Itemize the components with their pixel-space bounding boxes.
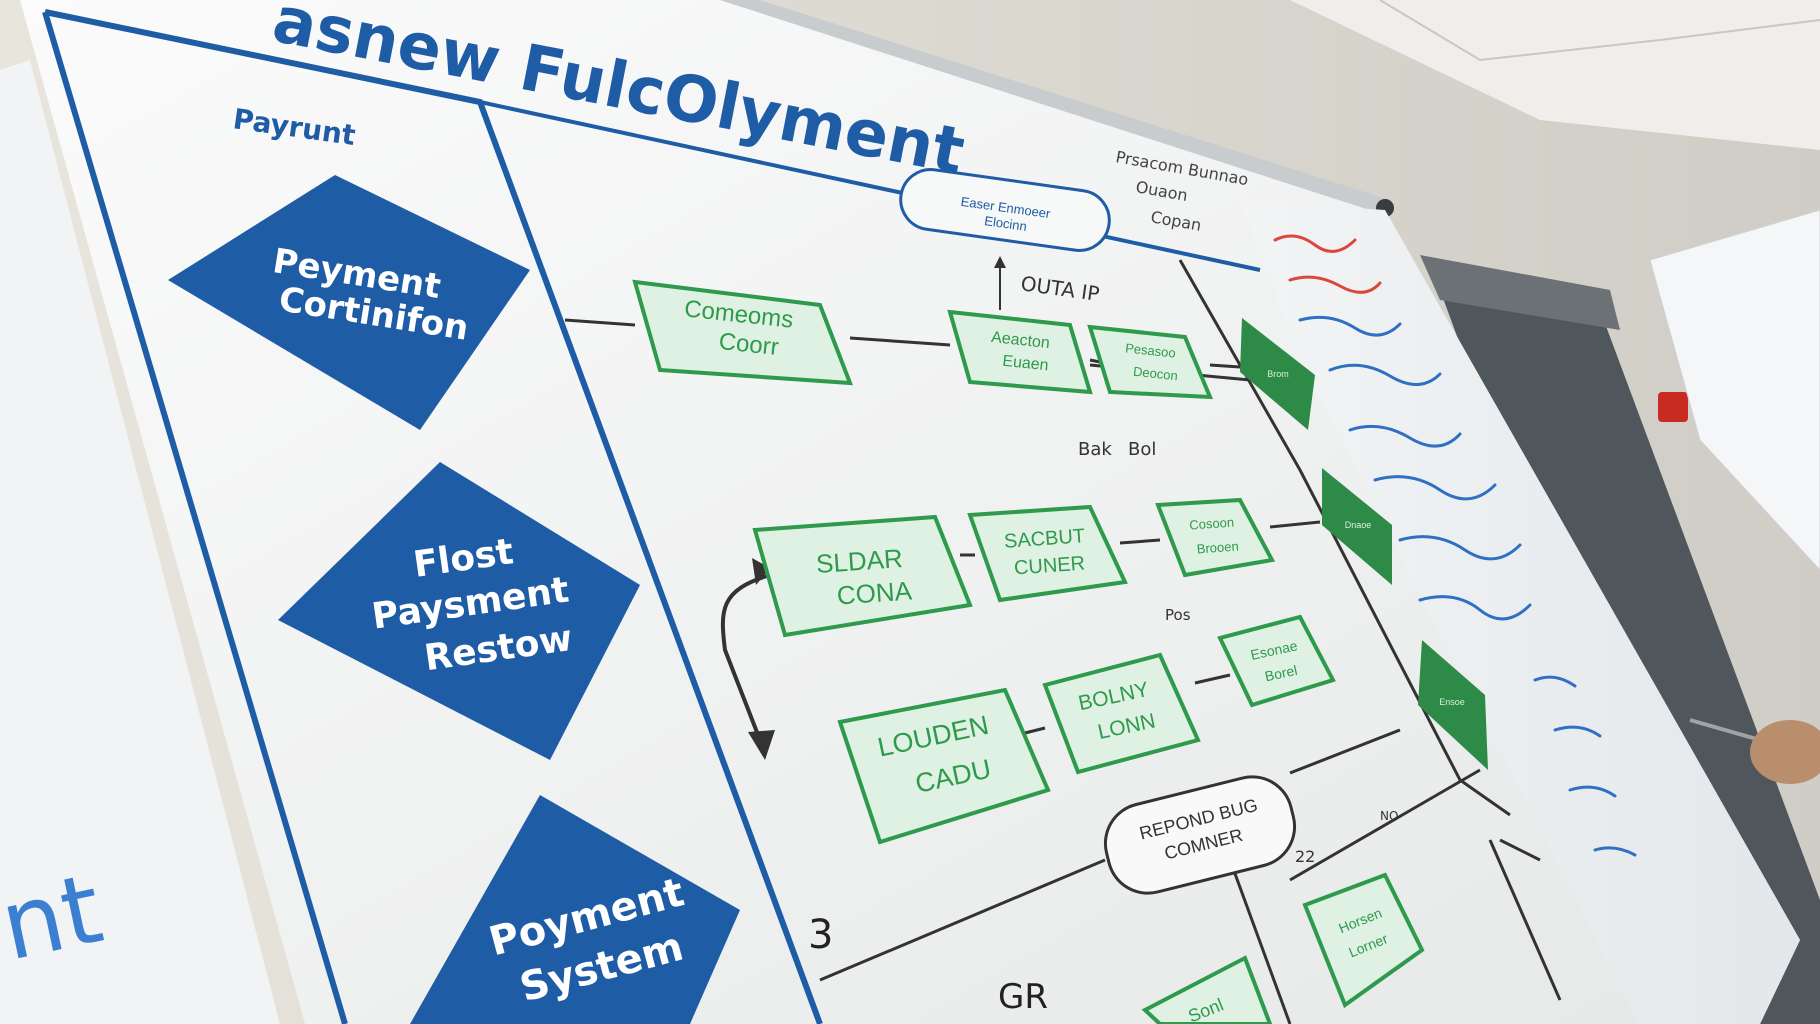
decision-label: Ensoe: [1439, 697, 1465, 707]
arrow-head: [752, 558, 770, 585]
process-box: Aeacton Euaen: [947, 309, 1093, 395]
box-line: Coorr: [718, 328, 781, 361]
pointer-stick: [1689, 718, 1761, 742]
connector-lines: [564, 259, 1562, 1024]
left-whiteboard: [0, 60, 280, 1024]
terminator: Easer Enmoeer Elocinn: [899, 168, 1111, 252]
process-box: Horsen Lorner: [1302, 872, 1425, 1009]
arrow-head: [994, 256, 1006, 268]
lane-left-border: [42, 11, 348, 1024]
box-line: CONA: [836, 575, 914, 610]
box-line: Euaen: [1002, 353, 1050, 375]
process-box: SACBUT CUNER: [967, 504, 1128, 603]
board-rail: [720, 0, 1390, 215]
wall-poster: [1649, 209, 1820, 571]
small-mark: 22: [1295, 847, 1315, 866]
decision-label: Dnaoe: [1345, 520, 1372, 530]
bottom-mark: GR: [998, 977, 1048, 1017]
process-box: Sonl: [1141, 955, 1273, 1024]
box-line: Cosoon: [1189, 514, 1235, 532]
box-line: Aeacton: [990, 329, 1050, 352]
lane-top-border: [479, 100, 1261, 272]
box-line: CUNER: [1013, 553, 1085, 580]
lane-diamond: Flost Paysment Restow: [278, 462, 640, 760]
decision-label: Brom: [1267, 369, 1289, 379]
box-line: Pesasoo: [1125, 340, 1177, 360]
process-box: BOLNY LONN: [1042, 652, 1201, 775]
door-frame: [1420, 255, 1620, 330]
process-box: LOUDEN CADU: [837, 687, 1051, 845]
lane-diamond: Peyment Cortinifon: [168, 175, 530, 430]
process-box: Cosoon Brooen: [1155, 497, 1276, 578]
decision-diamond: Brom: [1240, 318, 1315, 430]
terminator: REPOND BUG COMNER: [1103, 775, 1297, 895]
box-line: Borel: [1263, 662, 1298, 684]
side-mark: Pos: [1165, 606, 1191, 624]
fire-alarm: [1658, 392, 1688, 422]
marker-scribbles: [1273, 234, 1637, 857]
process-box: Comeoms Coorr: [632, 279, 853, 386]
box-line: Deocon: [1132, 364, 1178, 384]
lane-diamond: Poyment System: [410, 795, 740, 1024]
decision-diamond: Ensoe: [1418, 640, 1488, 770]
back-note-right: Bol: [1128, 439, 1156, 460]
arrow-head: [748, 730, 775, 760]
presenter-hand: [1750, 720, 1820, 784]
mid-mark: NO: [1380, 809, 1398, 823]
loop-arrow: [720, 573, 771, 741]
process-box: Esonae Borel: [1217, 614, 1336, 708]
process-box: Pesasoo Deocon: [1087, 324, 1214, 400]
decision-diamond: Dnaoe: [1322, 468, 1392, 585]
ceiling-seam: [1379, 0, 1820, 62]
box-line: Brooen: [1196, 539, 1239, 557]
process-box: SLDAR CONA: [752, 514, 973, 638]
terminator-line: Elocinn: [983, 213, 1027, 234]
step-number: 3: [808, 912, 833, 958]
box-line: SLDAR: [815, 543, 904, 579]
back-note-left: Bak: [1078, 439, 1112, 460]
